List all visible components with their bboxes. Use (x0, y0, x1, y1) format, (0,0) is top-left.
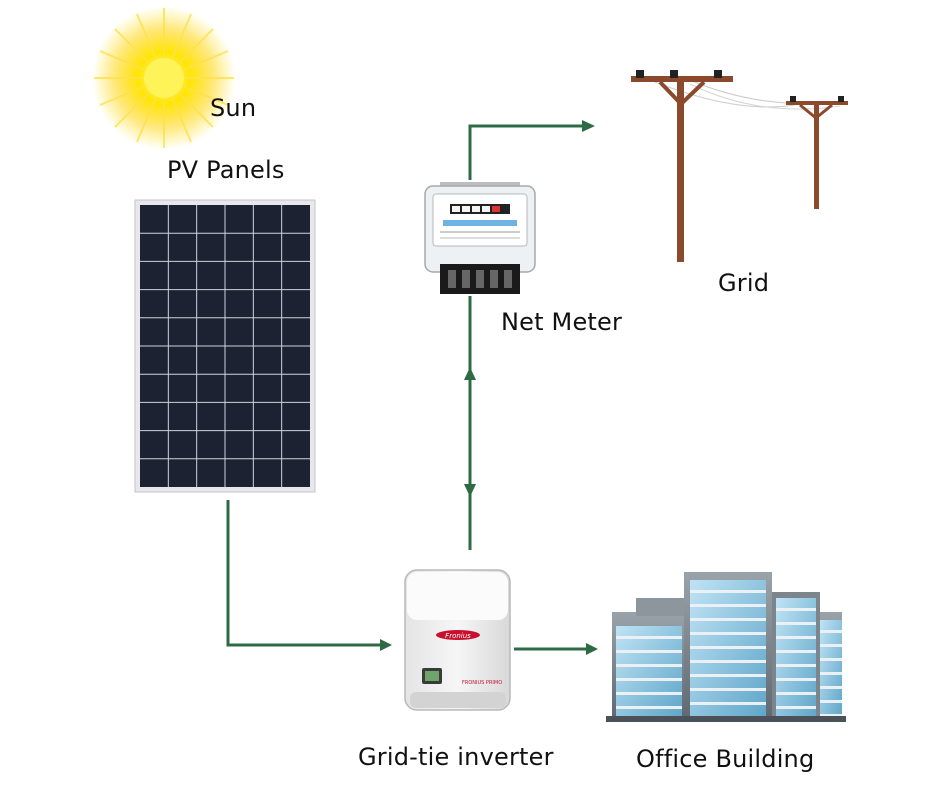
flow-lines (226, 124, 588, 651)
office-building-label: Office Building (636, 745, 815, 773)
sun-icon (92, 6, 236, 150)
arrow-right-icon (380, 639, 392, 651)
meter-to-grid-line (468, 124, 588, 180)
inverter-label: Grid-tie inverter (358, 743, 554, 771)
sun-label: Sun (210, 94, 257, 122)
inverter-icon: Fronius FRONIUS PRIMO (404, 569, 511, 711)
pv-panels-label: PV Panels (167, 156, 285, 184)
inverter-model-text: FRONIUS PRIMO (462, 680, 502, 686)
utility-pole-icon (631, 70, 848, 262)
brand-logo-text: Fronius (445, 632, 471, 640)
flow-arrows (380, 120, 598, 655)
pv-to-inverter-line (226, 500, 382, 647)
net-meter-label: Net Meter (501, 308, 623, 336)
arrow-up-icon (464, 367, 476, 380)
brand-logo (436, 630, 480, 640)
arrow-down-icon (464, 484, 476, 497)
office-building-icon (606, 572, 846, 722)
pv-panel-icon (134, 199, 316, 493)
net-meter-icon (424, 182, 536, 294)
arrow-right-icon (582, 120, 595, 132)
arrow-right-icon (586, 643, 598, 655)
grid-label: Grid (718, 269, 770, 297)
